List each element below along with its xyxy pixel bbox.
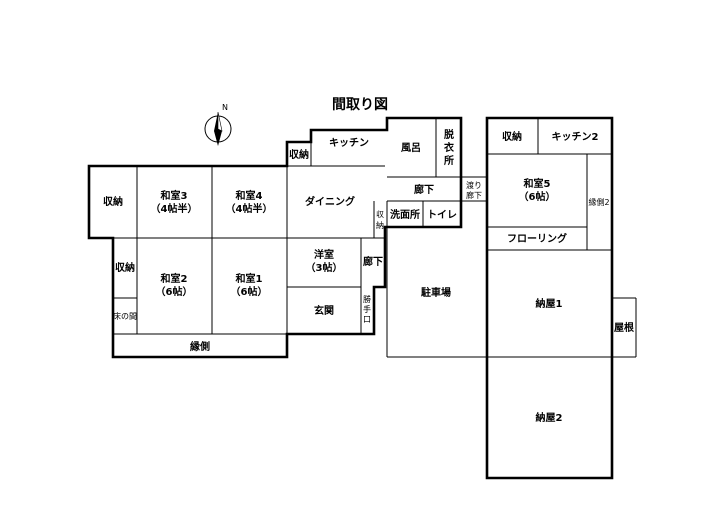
room-kitchen: キッチン bbox=[329, 137, 369, 149]
room-washitsu1: 和室1 bbox=[235, 272, 263, 285]
room-dressing-1: 脱 bbox=[444, 128, 454, 141]
room-watari-2: 廊下 bbox=[466, 190, 482, 200]
parking-walls bbox=[386, 227, 487, 358]
room-dressing-3: 所 bbox=[444, 154, 454, 167]
room-storage-mid: 収納 bbox=[115, 261, 135, 274]
room-washitsu2: 和室2 bbox=[160, 272, 188, 285]
room-washitsu5-size: （6帖） bbox=[519, 190, 556, 203]
room-youshitsu-size: （3帖） bbox=[306, 261, 343, 274]
room-engawa2: 縁側2 bbox=[588, 197, 609, 207]
room-katteguchi-1: 勝 bbox=[363, 294, 371, 304]
room-storage-small-1: 収 bbox=[376, 209, 384, 219]
room-washitsu4: 和室4 bbox=[235, 189, 263, 202]
room-corridor-upper: 廊下 bbox=[414, 183, 434, 196]
room-parking: 駐車場 bbox=[421, 286, 451, 299]
room-bath: 風呂 bbox=[401, 142, 421, 154]
room-watari-1: 渡り bbox=[466, 180, 482, 190]
svg-text:N: N bbox=[222, 103, 228, 112]
main-house-walls bbox=[89, 142, 385, 335]
compass-north-icon: N bbox=[204, 103, 232, 146]
room-labels: 収納 和室3 （4帖半） 和室4 （4帖半） 収納 キッチン ダイニング 風呂 … bbox=[103, 128, 634, 424]
room-storage-right: 収納 bbox=[502, 130, 522, 143]
room-washroom: 洗面所 bbox=[390, 208, 420, 221]
room-katteguchi-3: 口 bbox=[363, 315, 371, 324]
room-washitsu3: 和室3 bbox=[160, 189, 188, 202]
room-washitsu3-size: （4帖半） bbox=[151, 202, 198, 215]
room-toilet: トイレ bbox=[427, 209, 457, 221]
right-building-outline bbox=[485, 116, 614, 480]
room-storage-left: 収納 bbox=[103, 195, 123, 208]
room-dining: ダイニング bbox=[305, 195, 355, 208]
right-building-walls bbox=[487, 118, 637, 358]
room-storage-top: 収納 bbox=[289, 148, 309, 161]
room-katteguchi-2: 手 bbox=[363, 304, 371, 314]
room-corridor-side: 廊下 bbox=[363, 255, 383, 268]
room-nandoya1: 納屋1 bbox=[536, 297, 563, 310]
room-tokonoma: 床の間 bbox=[113, 311, 137, 321]
bath-area-walls bbox=[373, 118, 487, 238]
room-kitchen2: キッチン2 bbox=[552, 131, 599, 143]
room-washitsu1-size: （6帖） bbox=[231, 285, 268, 298]
room-genkan: 玄関 bbox=[314, 304, 334, 317]
room-washitsu2-size: （6帖） bbox=[156, 285, 193, 298]
main-house-outline bbox=[87, 116, 463, 359]
room-nandoya2: 納屋2 bbox=[536, 411, 563, 424]
room-dressing-2: 衣 bbox=[444, 141, 454, 154]
room-washitsu5: 和室5 bbox=[523, 177, 551, 190]
room-youshitsu: 洋室 bbox=[314, 248, 334, 261]
room-washitsu4-size: （4帖半） bbox=[226, 202, 273, 215]
room-engawa: 縁側 bbox=[190, 340, 210, 353]
room-yane: 屋根 bbox=[614, 321, 634, 334]
room-storage-small-2: 納 bbox=[376, 220, 384, 230]
page-title: 間取り図 bbox=[332, 97, 388, 113]
room-flooring: フローリング bbox=[507, 232, 567, 245]
